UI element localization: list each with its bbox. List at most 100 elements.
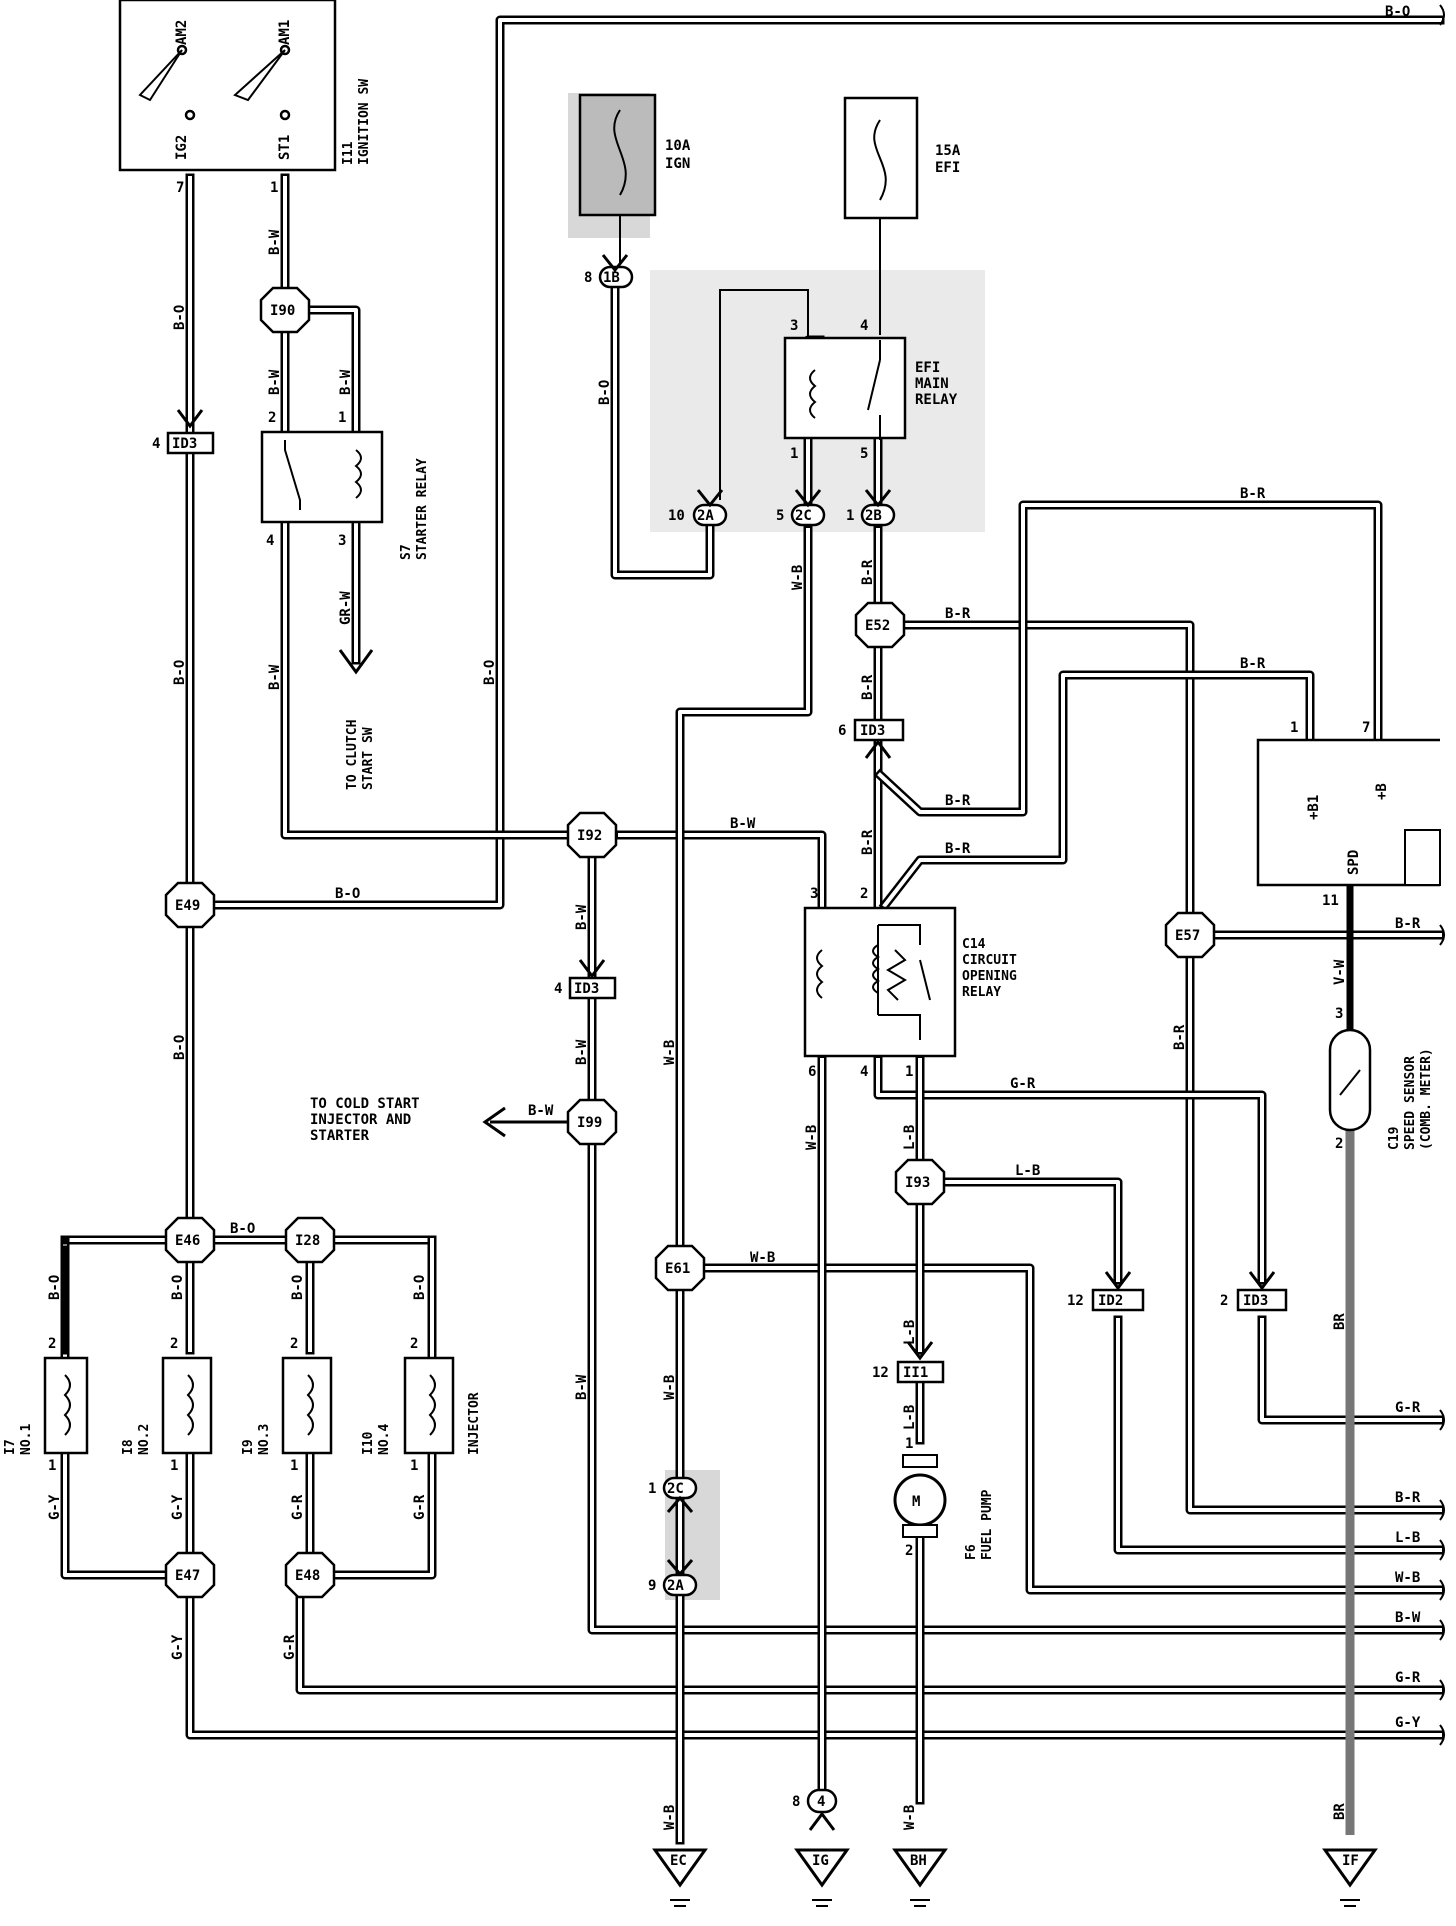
- wl-lb-low: L-B: [902, 1320, 918, 1345]
- connector-4: 4 8: [792, 1788, 838, 1814]
- wl-wb-bh: W-B: [902, 1805, 918, 1830]
- efi-relay-name3: RELAY: [915, 392, 958, 408]
- exit-gy: G-Y: [1395, 1715, 1421, 1731]
- starter-pin2: 2: [268, 410, 276, 426]
- wl-bo-left: B-O: [172, 660, 188, 685]
- fuse-efi: 15A EFI: [843, 96, 961, 220]
- note-clutch1: TO CLUTCH: [345, 720, 360, 790]
- junction-e61: E61: [654, 1244, 706, 1292]
- wl-lb-pump: L-B: [902, 1405, 918, 1430]
- efi-relay-name1: EFI: [915, 360, 940, 376]
- wl-br-top: B-R: [1240, 486, 1266, 502]
- junction-i99-label: I99: [577, 1115, 602, 1131]
- junction-e52: E52: [854, 601, 906, 649]
- wl-wb-2c: W-B: [790, 565, 806, 590]
- wl-bo-mid: B-O: [482, 660, 498, 685]
- wl-bw-a: B-W: [267, 369, 283, 395]
- circuit-opening-relay: 3 2 6 4 1 C14 CIRCUIT OPENING RELAY: [803, 886, 1017, 1080]
- wl-gy-inj2: G-Y: [170, 1494, 186, 1520]
- ecu-b: +B: [1374, 783, 1390, 800]
- ss-name: SPEED SENSOR: [1403, 1056, 1418, 1150]
- note-cold2: INJECTOR AND: [310, 1112, 411, 1128]
- injector-1: I7 NO.1 2 1: [3, 1336, 89, 1474]
- wl-bo-inj4: B-O: [412, 1275, 428, 1300]
- junction-i28: I28: [284, 1216, 336, 1264]
- starter-pin4: 4: [266, 533, 274, 549]
- wl-gy-inj1: G-Y: [47, 1494, 63, 1520]
- junction-e61-label: E61: [665, 1261, 690, 1277]
- fp-pin1: 1: [905, 1436, 913, 1452]
- wl-grw: GR-W: [338, 591, 354, 625]
- note-clutch2: START SW: [361, 727, 376, 790]
- inj2-name: NO.2: [137, 1424, 152, 1455]
- efi-relay-name2: MAIN: [915, 376, 949, 392]
- ignition-switch: AM2 AM1 IG2 ST1 I11 IGNITION SW: [118, 0, 372, 172]
- ii1-label: II1: [903, 1365, 928, 1381]
- wl-bw-d: B-W: [574, 904, 590, 930]
- c2a-top-pin: 10: [668, 508, 685, 524]
- junction-i92-label: I92: [577, 828, 602, 844]
- exit-wb: W-B: [1395, 1570, 1420, 1586]
- connector-id2: ID2 12: [1067, 1288, 1145, 1312]
- junction-e52-label: E52: [865, 618, 890, 634]
- c1b-pin: 8: [584, 270, 592, 286]
- starter-name: STARTER RELAY: [415, 458, 430, 560]
- ignition-st1-label: ST1: [277, 135, 293, 160]
- fp-name: FUEL PUMP: [980, 1489, 995, 1560]
- ss-pin3: 3: [1335, 1006, 1343, 1022]
- connector-id3-d: ID3 2: [1220, 1288, 1288, 1312]
- wl-bo-e49: B-O: [335, 886, 360, 902]
- c14-pin2: 2: [860, 886, 868, 902]
- junction-e49-label: E49: [175, 898, 200, 914]
- inj1-pin2: 2: [48, 1336, 56, 1352]
- wl-bw-st1: B-W: [267, 229, 283, 255]
- c2a-bot-pin: 9: [648, 1578, 656, 1594]
- ecu-pin11: 11: [1322, 893, 1339, 909]
- right-exit-labels: G-R B-R L-B W-B B-W G-R G-Y: [1395, 1400, 1421, 1731]
- exit-br: B-R: [1395, 1490, 1421, 1506]
- wl-wb-ec: W-B: [662, 1805, 678, 1830]
- wl-br-ss: BR: [1332, 1313, 1348, 1330]
- right-cut-mark: [1439, 4, 1445, 1746]
- efi-main-relay: EFI MAIN RELAY 3 4 1 5: [783, 318, 958, 462]
- id3a-pin: 4: [152, 436, 160, 452]
- junction-i99: I99: [566, 1098, 618, 1146]
- starter-relay: 2 1 4 3 S7 STARTER RELAY: [260, 410, 430, 560]
- inj4-pin1: 1: [410, 1458, 418, 1474]
- wl-br-diag2: B-R: [945, 841, 971, 857]
- ecu-pin1: 1: [1290, 720, 1298, 736]
- ground-ig: IG: [794, 1848, 850, 1907]
- c14-pin3: 3: [810, 886, 818, 902]
- c2c-top-label: 2C: [795, 508, 812, 524]
- exit-gr-1: G-R: [1395, 1400, 1421, 1416]
- ss-pin2: 2: [1335, 1136, 1343, 1152]
- c14-pin4: 4: [860, 1064, 868, 1080]
- ground-if: IF: [1322, 1848, 1378, 1907]
- c2b-pin: 1: [846, 508, 854, 524]
- efi-pin4: 4: [860, 318, 868, 334]
- wl-bw-c: B-W: [267, 664, 283, 690]
- ecu-b1: +B1: [1306, 795, 1322, 820]
- c4-label: 4: [817, 1794, 825, 1810]
- wl-bw-e: B-W: [574, 1039, 590, 1065]
- note-cold1: TO COLD START: [310, 1096, 420, 1112]
- wl-wb-e61: W-B: [750, 1250, 775, 1266]
- fuse-efi-rating: 15A: [935, 143, 961, 159]
- connector-2c-top: 2C 5: [776, 503, 826, 527]
- ignition-id: I11: [341, 141, 356, 165]
- connector-2a-top: 2A 10: [668, 503, 728, 527]
- wl-wb-c14: W-B: [804, 1125, 820, 1150]
- junction-i90: I90: [259, 286, 311, 334]
- exit-lb: L-B: [1395, 1530, 1420, 1546]
- c2a-bot-label: 2A: [667, 1578, 684, 1594]
- wl-bw-i92: B-W: [730, 816, 756, 832]
- connector-id3-b: ID3 4: [554, 976, 617, 1000]
- wl-bo-inj1: B-O: [47, 1275, 63, 1300]
- junction-i93: I93: [894, 1158, 946, 1206]
- wl-bw-cold: B-W: [528, 1103, 554, 1119]
- fuse-ign-rating: 10A: [665, 138, 691, 154]
- efi-pin3: 3: [790, 318, 798, 334]
- fp-id: F6: [964, 1544, 979, 1560]
- junction-e48: E48: [284, 1551, 336, 1599]
- wl-bo-ig2: B-O: [172, 305, 188, 330]
